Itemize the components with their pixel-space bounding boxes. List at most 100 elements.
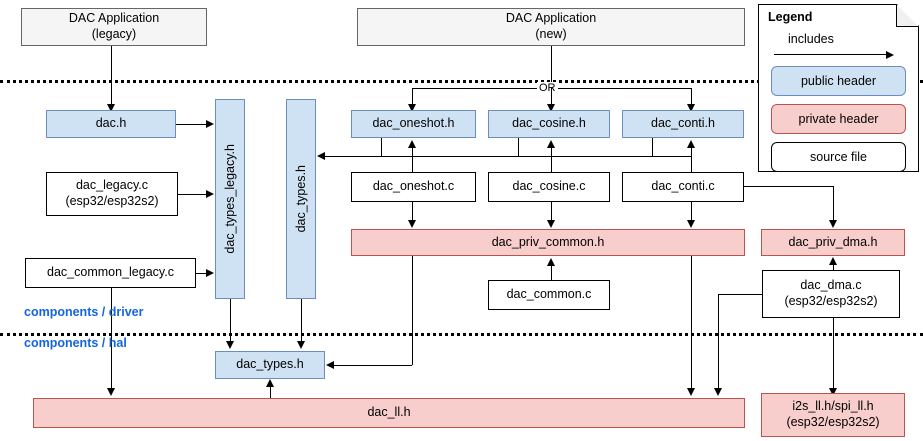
edge-oneshotc-haltypes-h bbox=[334, 365, 412, 366]
legend-item-private-header: private header bbox=[771, 104, 906, 134]
edge-dacdmac-i2sll bbox=[833, 318, 834, 390]
arrowhead-dacdmac-i2sll bbox=[828, 388, 837, 396]
edge-typeslegacy-haltypes bbox=[230, 299, 231, 343]
arrowhead-or-oneshot bbox=[407, 104, 416, 112]
node-dac-priv-dma-h: dac_priv_dma.h bbox=[761, 229, 905, 256]
edge-dach-typeslegacy bbox=[176, 124, 207, 125]
legend-title: Legend bbox=[768, 10, 813, 24]
edge-contic-privcommon bbox=[691, 202, 692, 222]
edge-cosinec-cosineh bbox=[551, 146, 552, 172]
node-dac-application-legacy: DAC Application (legacy) bbox=[21, 8, 207, 46]
edge-contic-contih bbox=[691, 146, 692, 172]
edge-newheaders-drivertypes-bus bbox=[325, 156, 691, 157]
arrowhead-daccommonlegacyc-typeslegacy bbox=[206, 268, 214, 277]
node-dac-conti-c-label: dac_conti.c bbox=[651, 179, 715, 194]
node-dac-types-legacy-h-label: dac_types_legacy.h bbox=[223, 144, 237, 254]
node-dac-cosine-c-label: dac_cosine.c bbox=[512, 179, 586, 194]
app-new-line2: (new) bbox=[535, 27, 567, 41]
node-dac-cosine-c: dac_cosine.c bbox=[488, 172, 610, 202]
node-dac-dma-c: dac_dma.c (esp32/esp32s2) bbox=[762, 270, 900, 318]
i2s-ll-h-line1: i2s_ll.h/spi_ll.h bbox=[792, 399, 874, 414]
edge-cosinec-privcommon bbox=[551, 202, 552, 222]
edge-daccommonlegacyc-dacll bbox=[111, 288, 112, 390]
legend-includes-arrow-line-icon bbox=[774, 54, 886, 55]
edge-daclegacyc-typeslegacy bbox=[178, 194, 207, 195]
dac-legacy-c-line1: dac_legacy.c bbox=[75, 178, 149, 193]
legend-includes-arrowhead-icon bbox=[886, 50, 894, 59]
node-i2s-ll-h: i2s_ll.h/spi_ll.h (esp32/esp32s2) bbox=[761, 393, 905, 437]
arrowhead-typeslegacy-haltypes bbox=[225, 341, 234, 349]
arrowhead-contic-contih bbox=[686, 140, 695, 148]
legend-item-public-header-label: public header bbox=[800, 74, 877, 88]
dac-dma-c-line2: (esp32/esp32s2) bbox=[784, 294, 878, 308]
node-dac-conti-c: dac_conti.c bbox=[622, 172, 744, 202]
node-dac-common-c: dac_common.c bbox=[488, 280, 610, 310]
i2s-ll-h-line2: (esp32/esp32s2) bbox=[786, 415, 880, 429]
app-legacy-line2: (legacy) bbox=[91, 27, 137, 41]
arrowhead-applegacy-dach bbox=[106, 104, 115, 112]
arrowhead-oneshotc-oneshoth bbox=[407, 140, 416, 148]
arrowhead-oneshotc-privcommon bbox=[407, 220, 416, 228]
node-dac-oneshot-h: dac_oneshot.h bbox=[351, 110, 476, 138]
arrowhead-privcommon-dacll bbox=[686, 388, 695, 396]
zone-label-driver: components / driver bbox=[24, 305, 144, 319]
arrowhead-cosinec-privcommon bbox=[546, 220, 555, 228]
edge-contih-bus bbox=[652, 138, 653, 156]
node-dac-oneshot-c-label: dac_oneshot.c bbox=[372, 179, 455, 194]
edge-dacdmac-dacll-v bbox=[718, 294, 719, 390]
edge-applegacy-dach bbox=[111, 46, 112, 108]
edge-daccommonlegacyc-typeslegacy bbox=[196, 273, 207, 274]
arrowhead-dacdmac-privdma bbox=[828, 257, 837, 265]
node-dac-ll-h: dac_ll.h bbox=[33, 398, 745, 428]
edge-dacll-haltypes bbox=[270, 385, 271, 398]
arrowhead-daccommonlegacyc-dacll bbox=[106, 388, 115, 396]
node-dac-types-h-driver-label: dac_types.h bbox=[294, 165, 308, 233]
arrowhead-dacdmac-dacll bbox=[713, 388, 722, 396]
edge-contic-privdma-h bbox=[744, 186, 834, 187]
node-dac-h: dac.h bbox=[46, 110, 176, 138]
node-dac-cosine-h-label: dac_cosine.h bbox=[512, 116, 586, 131]
legend-item-source-file: source file bbox=[771, 142, 906, 172]
edge-appnew-down bbox=[551, 46, 552, 88]
node-dac-types-h-hal: dac_types.h bbox=[215, 351, 325, 379]
arrowhead-drivertypes-haltypes bbox=[296, 341, 305, 349]
node-dac-priv-common-h: dac_priv_common.h bbox=[351, 229, 745, 256]
node-dac-priv-dma-h-label: dac_priv_dma.h bbox=[788, 234, 878, 249]
node-dac-conti-h: dac_conti.h bbox=[622, 110, 744, 138]
node-dac-types-legacy-h: dac_types_legacy.h bbox=[215, 99, 245, 299]
divider-app-driver bbox=[0, 80, 923, 83]
node-dac-types-h-hal-label: dac_types.h bbox=[236, 357, 304, 372]
arrowhead-cosinec-cosineh bbox=[546, 140, 555, 148]
edge-oneshoth-bus bbox=[381, 138, 382, 156]
node-dac-oneshot-h-label: dac_oneshot.h bbox=[372, 116, 455, 131]
edge-or-to-conti bbox=[691, 88, 692, 108]
edge-oneshotc-haltypes-v bbox=[412, 256, 413, 365]
edge-dacdmac-privdma bbox=[833, 263, 834, 271]
node-dac-oneshot-c: dac_oneshot.c bbox=[351, 172, 476, 202]
arrowhead-daccommonc-privcommon bbox=[546, 258, 555, 266]
legend-panel: Legend includes public header private he… bbox=[758, 4, 919, 172]
app-legacy-line1: DAC Application bbox=[68, 11, 160, 26]
legend-includes-label: includes bbox=[788, 32, 834, 46]
node-dac-common-legacy-c: dac_common_legacy.c bbox=[25, 258, 196, 288]
app-new-line1: DAC Application bbox=[505, 11, 597, 26]
node-dac-application-new: DAC Application (new) bbox=[357, 8, 745, 46]
node-dac-cosine-h: dac_cosine.h bbox=[488, 110, 610, 138]
edge-oneshotc-oneshoth bbox=[412, 146, 413, 172]
edge-dacdmac-dacll-h bbox=[718, 294, 762, 295]
node-dac-legacy-c: dac_legacy.c (esp32/esp32s2) bbox=[46, 172, 178, 216]
edge-or-to-oneshot bbox=[412, 88, 413, 108]
node-dac-common-c-label: dac_common.c bbox=[506, 287, 592, 302]
node-dac-h-label: dac.h bbox=[95, 116, 127, 131]
node-dac-ll-h-label: dac_ll.h bbox=[367, 405, 411, 420]
edge-or-to-cosine bbox=[551, 88, 552, 108]
node-dac-common-legacy-c-label: dac_common_legacy.c bbox=[47, 265, 174, 280]
legend-item-public-header: public header bbox=[771, 66, 906, 96]
or-label: OR bbox=[537, 82, 558, 94]
edge-contic-privdma-v bbox=[833, 186, 834, 222]
zone-label-hal: components / hal bbox=[24, 336, 127, 350]
node-dac-priv-common-h-label: dac_priv_common.h bbox=[491, 234, 605, 249]
edge-cosineh-bus bbox=[518, 138, 519, 156]
arrowhead-daclegacyc-typeslegacy bbox=[206, 189, 214, 198]
